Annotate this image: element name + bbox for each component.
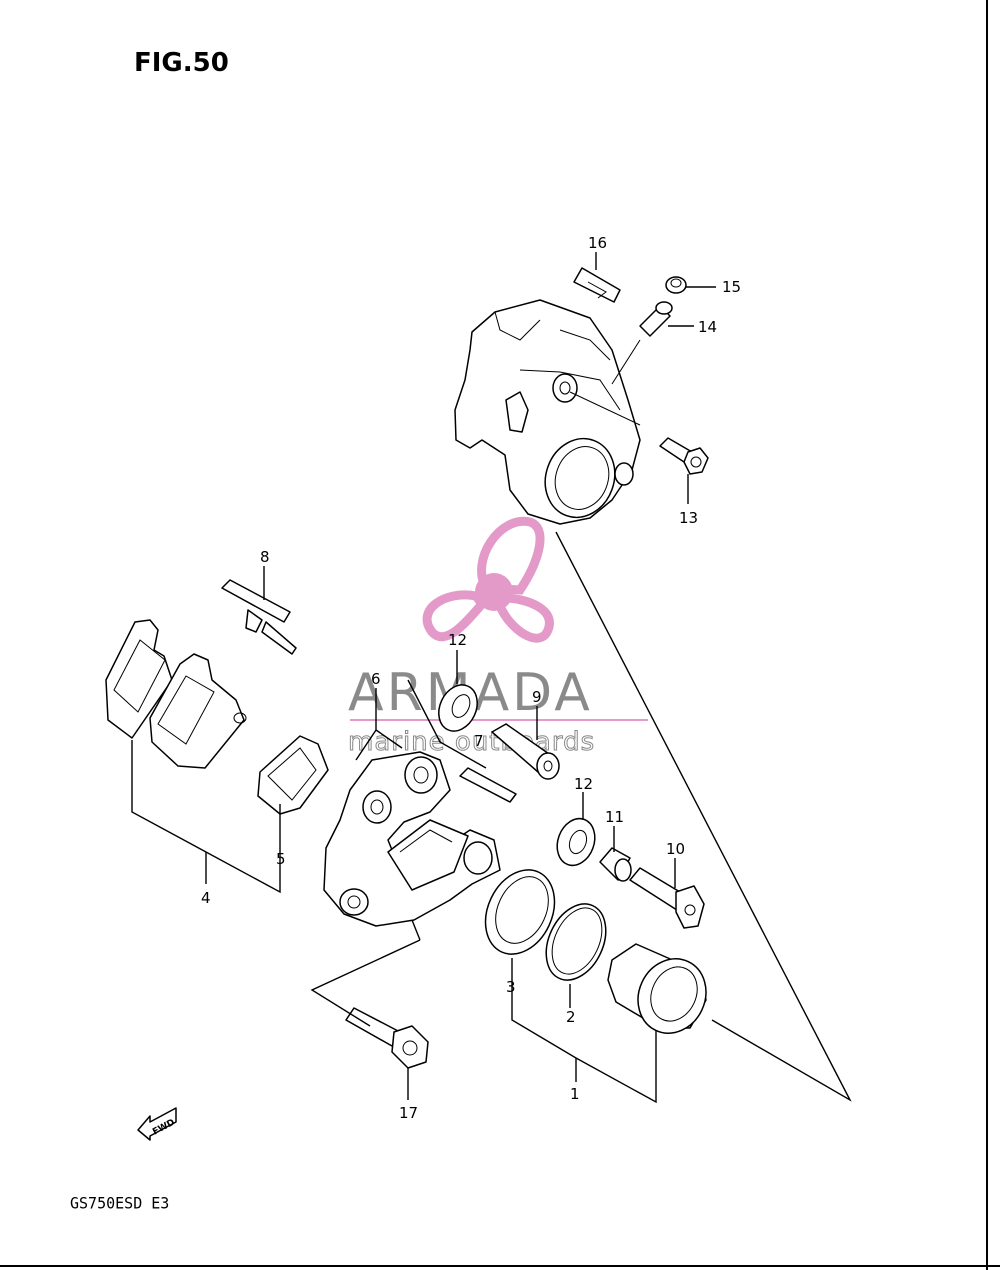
boot-12-lower [556,817,596,867]
caliper-housing [454,299,641,525]
caliper-bracket [323,751,501,927]
callout-14: 14 [698,318,717,336]
model-code: GS750ESD E3 [70,1193,170,1213]
callout-4: 4 [201,889,211,907]
dust-seal-3 [484,869,556,955]
leader-lines [131,252,852,1104]
caliper-piston [607,943,707,1034]
callout-7: 7 [474,732,484,750]
bleeder-valve [639,301,673,337]
callout-2: 2 [566,1008,576,1026]
callout-6: 6 [371,670,381,688]
callout-5: 5 [276,850,286,868]
figure-title: FIG.50 [134,48,229,78]
callout-10: 10 [666,840,685,858]
pad-spring-8 [221,579,297,655]
brake-pad-inner [149,653,247,769]
callout-11: 11 [605,808,624,826]
page-border-right [986,0,988,1270]
watermark-propeller-icon [422,516,554,643]
slide-pin-9 [491,723,560,780]
boot-12-upper [438,684,478,732]
callout-1: 1 [570,1085,580,1103]
callout-12-lower: 12 [574,775,593,793]
sleeve-11 [599,847,632,882]
callout-12-upper: 12 [448,631,467,649]
callout-9: 9 [532,688,542,706]
callout-labels: 1 2 3 4 5 6 7 8 9 10 11 12 12 13 15 14 1… [201,234,741,1122]
spring-clip-7 [459,767,517,803]
bleeder-cap [665,276,687,294]
pad-spring-upper [573,267,621,303]
pad-shim [257,735,329,815]
callout-3: 3 [506,978,516,996]
watermark-tagline: marine outboards [348,727,595,757]
piston-seal-2 [545,903,607,981]
callout-15: 15 [722,278,741,296]
slide-pin-10 [629,867,705,929]
page-border-bottom [0,1265,1000,1267]
fwd-arrow-icon: FWD [137,1107,177,1141]
brake-pad-outer [105,619,173,739]
callout-16: 16 [588,234,607,252]
bracket-bolt-17 [345,1007,429,1069]
caliper-bolt-13 [659,437,709,475]
callout-17: 17 [399,1104,418,1122]
callout-8: 8 [260,548,270,566]
callout-13: 13 [679,509,698,527]
